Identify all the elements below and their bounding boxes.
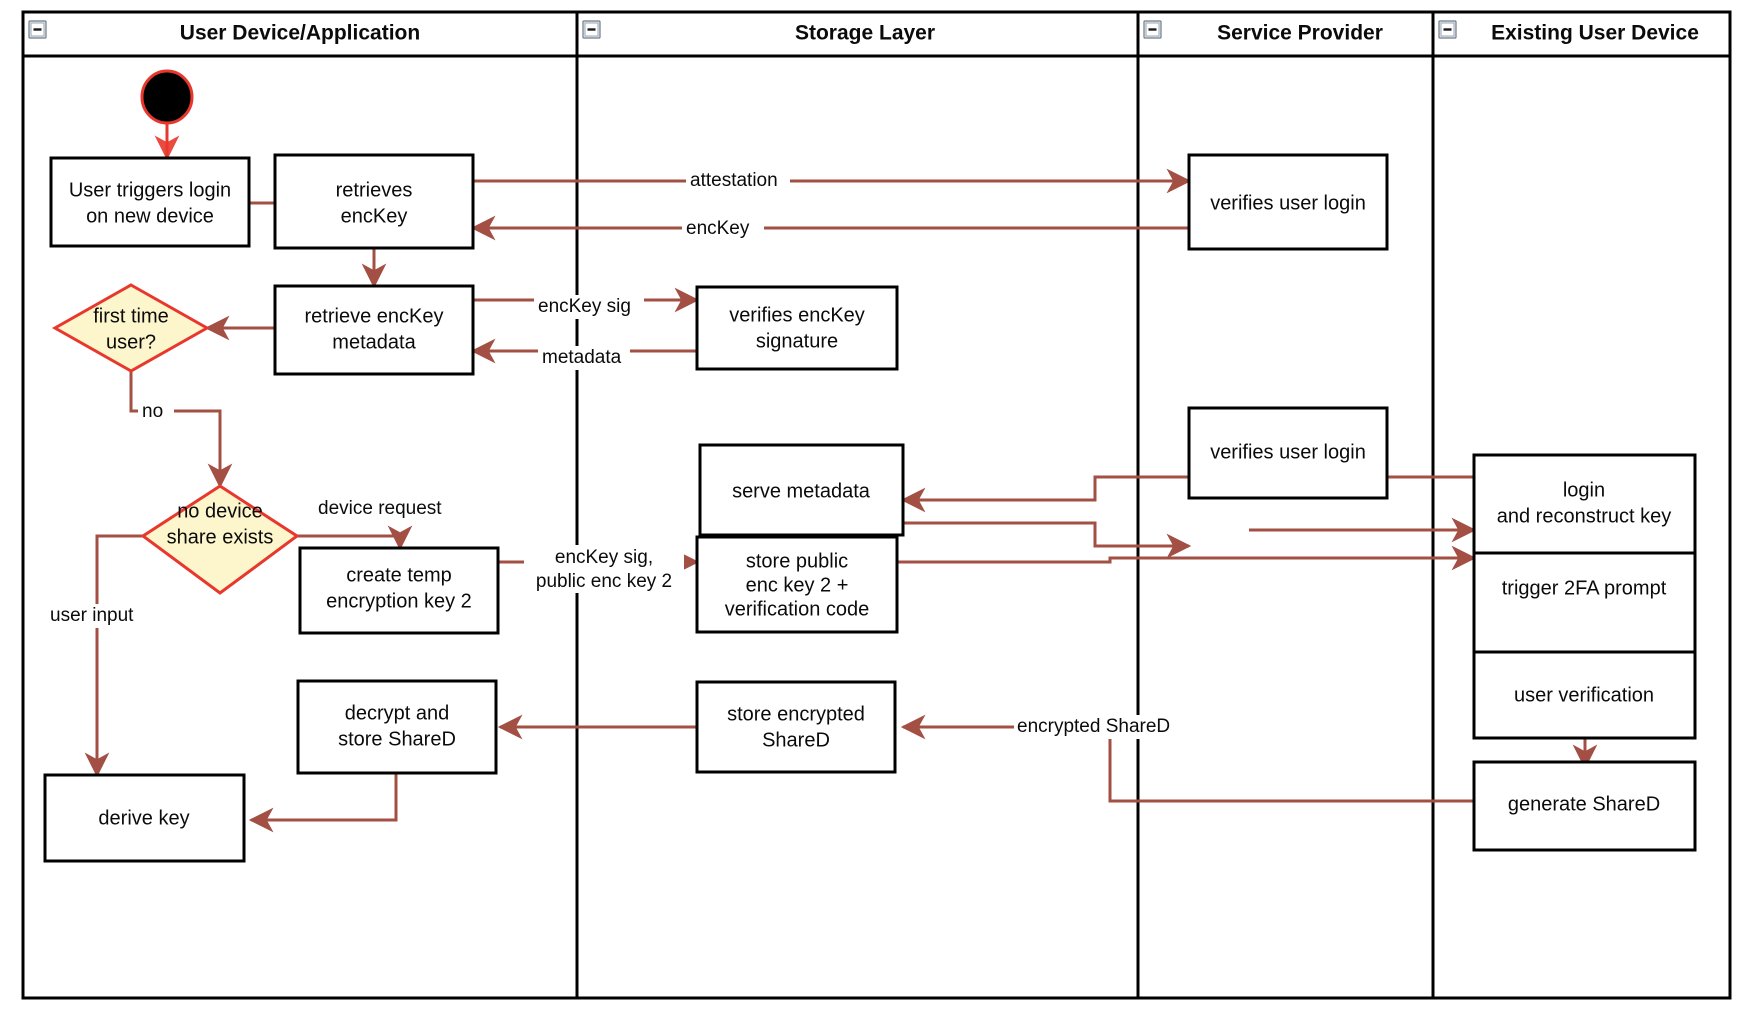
node-label-line: enc key 2 + — [746, 574, 849, 596]
lane-header-existing-device[interactable]: Existing User Device — [1438, 20, 1699, 45]
lane-header-user-device[interactable]: User Device/Application — [28, 20, 420, 45]
flow-serve-metadata-in — [900, 475, 1189, 513]
edge-label-user-input: user input — [50, 605, 134, 626]
edge-label-enckey-sig-public-2: public enc key 2 — [536, 571, 672, 592]
node-label-line: and reconstruct key — [1497, 505, 1672, 527]
flow-device-request — [297, 525, 413, 551]
edge-label-metadata: metadata — [542, 347, 622, 368]
node-label-line: verifies encKey — [729, 304, 865, 326]
node-label-line: metadata — [332, 331, 416, 353]
node-serve-metadata[interactable]: serve metadata — [698, 443, 905, 537]
node-label-line: share exists — [167, 526, 274, 548]
edge-label-enckey: encKey — [686, 218, 750, 239]
flow-encrypted-shared — [900, 714, 1474, 803]
node-retrieve-enckey-metadata[interactable]: retrieve encKey metadata — [273, 284, 475, 376]
node-verifies-user-login-1[interactable]: verifies user login — [1187, 153, 1389, 251]
node-verifies-enckey-signature[interactable]: verifies encKey signature — [695, 285, 899, 371]
node-label-line: ShareD — [762, 729, 830, 751]
node-decrypt-store-shared[interactable]: decrypt and store ShareD — [296, 679, 498, 775]
node-label-line: verifies user login — [1210, 441, 1366, 463]
node-retrieves-enckey[interactable]: retrieves encKey — [273, 153, 475, 250]
node-label-line: retrieves — [336, 179, 413, 201]
node-label-line: derive key — [98, 807, 189, 829]
flow-store-key-to-2fa — [897, 545, 1477, 571]
node-label-line: store encrypted — [727, 703, 865, 725]
lane-title-storage: Storage Layer — [795, 22, 935, 45]
flow-decrypt-to-derive-key — [248, 773, 398, 833]
node-first-time-user-decision[interactable]: first time user? — [51, 283, 211, 373]
edge-label-device-request: device request — [318, 498, 442, 519]
collapse-minus-icon[interactable] — [582, 20, 601, 39]
node-no-device-share-exists-decision[interactable]: no device share exists — [140, 484, 300, 595]
node-label-line: store public — [746, 550, 848, 572]
node-label-line: on new device — [86, 205, 214, 227]
node-generate-shared[interactable]: generate ShareD — [1472, 760, 1697, 852]
node-label-line: decrypt and — [345, 702, 450, 724]
edge-label-attestation: attestation — [690, 170, 778, 191]
edge-label-encrypted-shared: encrypted ShareD — [1017, 716, 1170, 737]
node-label-line: encryption key 2 — [326, 590, 472, 612]
lane-header-service-provider[interactable]: Service Provider — [1143, 20, 1383, 45]
node-label-line: verification code — [725, 598, 870, 620]
node-label-line: retrieve encKey — [305, 305, 444, 327]
lane-title-existing-device: Existing User Device — [1491, 22, 1699, 45]
node-user-triggers-login[interactable]: User triggers login on new device — [49, 156, 251, 248]
node-label-line: store ShareD — [338, 728, 456, 750]
lane-frame — [21, 10, 1732, 1000]
node-label-line: create temp — [346, 564, 452, 586]
lane-header-storage[interactable]: Storage Layer — [582, 20, 935, 45]
collapse-minus-icon[interactable] — [1143, 20, 1162, 39]
edge-labels: attestation encKey encKey sig metadata n… — [46, 169, 1182, 739]
node-label-line: signature — [756, 330, 838, 352]
flow-serve-metadata-out — [903, 521, 1192, 559]
node-store-public-enc-key[interactable]: store public enc key 2 + verification co… — [695, 535, 899, 634]
start-node[interactable] — [140, 69, 194, 125]
node-label-line: User triggers login — [69, 179, 231, 201]
collapse-minus-icon[interactable] — [28, 20, 47, 39]
edge-label-no: no — [142, 401, 163, 422]
node-trigger-2fa-prompt[interactable]: trigger 2FA prompt — [1472, 551, 1697, 657]
node-derive-key[interactable]: derive key — [43, 773, 246, 863]
node-label-line: first time — [93, 305, 169, 327]
node-create-temp-key[interactable]: create temp encryption key 2 — [298, 546, 500, 635]
node-label-line: verifies user login — [1210, 192, 1366, 214]
lane-title-user-device: User Device/Application — [180, 22, 420, 45]
flow-user-input — [84, 534, 143, 778]
edge-label-enckey-sig-public-1: encKey sig, — [555, 547, 653, 568]
node-label-line: user verification — [1514, 684, 1654, 706]
node-label-line: generate ShareD — [1508, 793, 1660, 815]
node-store-encrypted-shared[interactable]: store encrypted ShareD — [695, 680, 897, 774]
node-label-line: user? — [106, 331, 156, 353]
collapse-minus-icon[interactable] — [1438, 20, 1457, 39]
flow-no-branch — [129, 371, 233, 489]
node-label-line: login — [1563, 479, 1605, 501]
node-login-reconstruct-key[interactable]: login and reconstruct key — [1472, 453, 1697, 557]
edge-label-enckey-sig: encKey sig — [538, 296, 631, 317]
node-label-line: serve metadata — [732, 480, 871, 502]
node-user-verification[interactable]: user verification — [1472, 650, 1697, 740]
node-label-line: encKey — [341, 205, 408, 227]
node-verifies-user-login-2[interactable]: verifies user login — [1187, 406, 1389, 500]
node-label-line: no device — [177, 500, 263, 522]
lane-title-service-provider: Service Provider — [1217, 22, 1383, 45]
node-label-line: trigger 2FA prompt — [1502, 577, 1667, 599]
